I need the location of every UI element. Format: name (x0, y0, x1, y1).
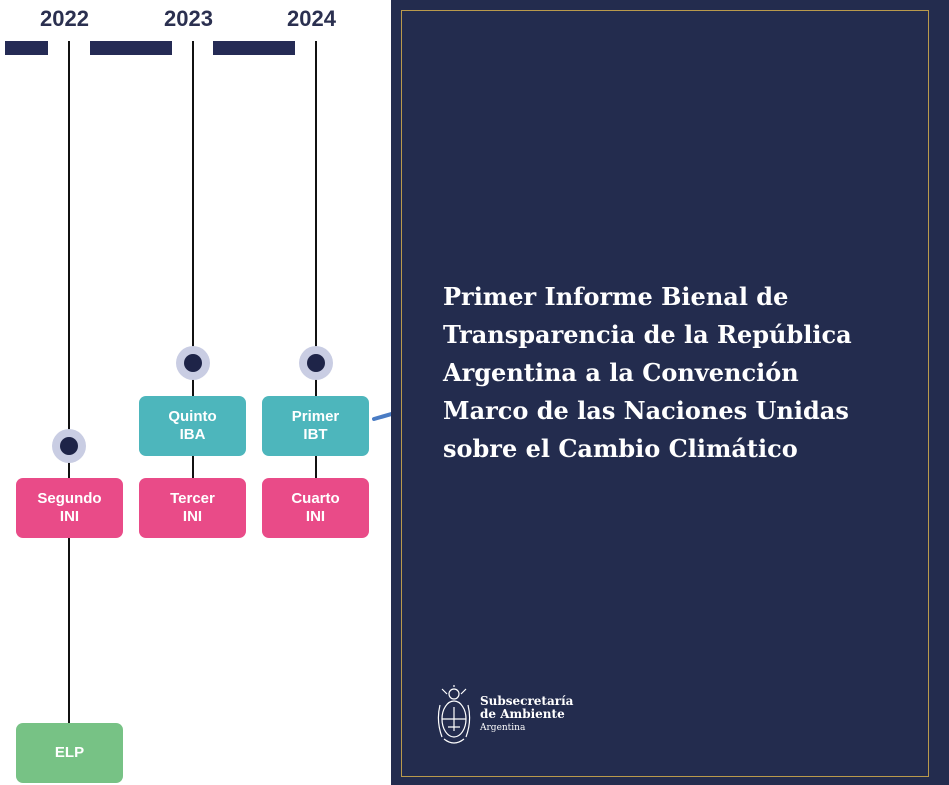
year-2022: 2022 (40, 6, 89, 31)
box-label: INI (182, 508, 203, 525)
box-label: Primer (291, 408, 340, 425)
document-cover: Primer Informe Bienal de Transparencia d… (391, 0, 949, 785)
logo-text: Subsecretaría de Ambiente Argentina (480, 695, 573, 735)
timeline-bar-segment (90, 41, 172, 55)
marker-dot-2023 (176, 346, 210, 380)
timeline-line-2024 (315, 41, 317, 481)
box-label: INI (59, 508, 80, 525)
box-label: Tercer (170, 490, 215, 507)
box-cuarto-ini: Cuarto INI (262, 478, 369, 538)
marker-dot-2022 (52, 429, 86, 463)
cover-title-line: Argentina a la Convención (443, 358, 799, 387)
cover-title: Primer Informe Bienal de Transparencia d… (443, 278, 913, 468)
box-label: INI (305, 508, 326, 525)
logo-line-2: de Ambiente (480, 707, 565, 721)
box-label: Segundo (37, 490, 102, 507)
year-2023: 2023 (164, 6, 213, 31)
marker-dot-2024 (299, 346, 333, 380)
box-label: ELP (54, 744, 85, 761)
box-tercer-ini: Tercer INI (139, 478, 246, 538)
box-segundo-ini: Segundo INI (16, 478, 123, 538)
box-label: IBT (303, 426, 328, 443)
box-quinto-iba: Quinto IBA (139, 396, 246, 456)
timeline-line-2023 (192, 41, 194, 481)
logo-line-3: Argentina (480, 723, 526, 733)
box-label: Quinto (168, 408, 217, 425)
cover-title-line: sobre el Cambio Climático (443, 434, 798, 463)
timeline-bar-segment (213, 41, 295, 55)
logo-line-1: Subsecretaría (480, 694, 574, 708)
box-primer-ibt: Primer IBT (262, 396, 369, 456)
cover-frame (401, 10, 929, 777)
year-2024: 2024 (287, 6, 336, 31)
cover-title-line: Primer Informe Bienal de (443, 282, 789, 311)
timeline-bar-segment (5, 41, 48, 55)
box-label: Cuarto (291, 490, 340, 507)
cover-title-line: Transparencia de la República (443, 320, 852, 349)
box-elp: ELP (16, 723, 123, 783)
cover-title-line: Marco de las Naciones Unidas (443, 396, 849, 425)
timeline-line-2022 (68, 41, 70, 726)
coat-of-arms-icon (437, 685, 471, 744)
box-label: IBA (179, 426, 206, 443)
